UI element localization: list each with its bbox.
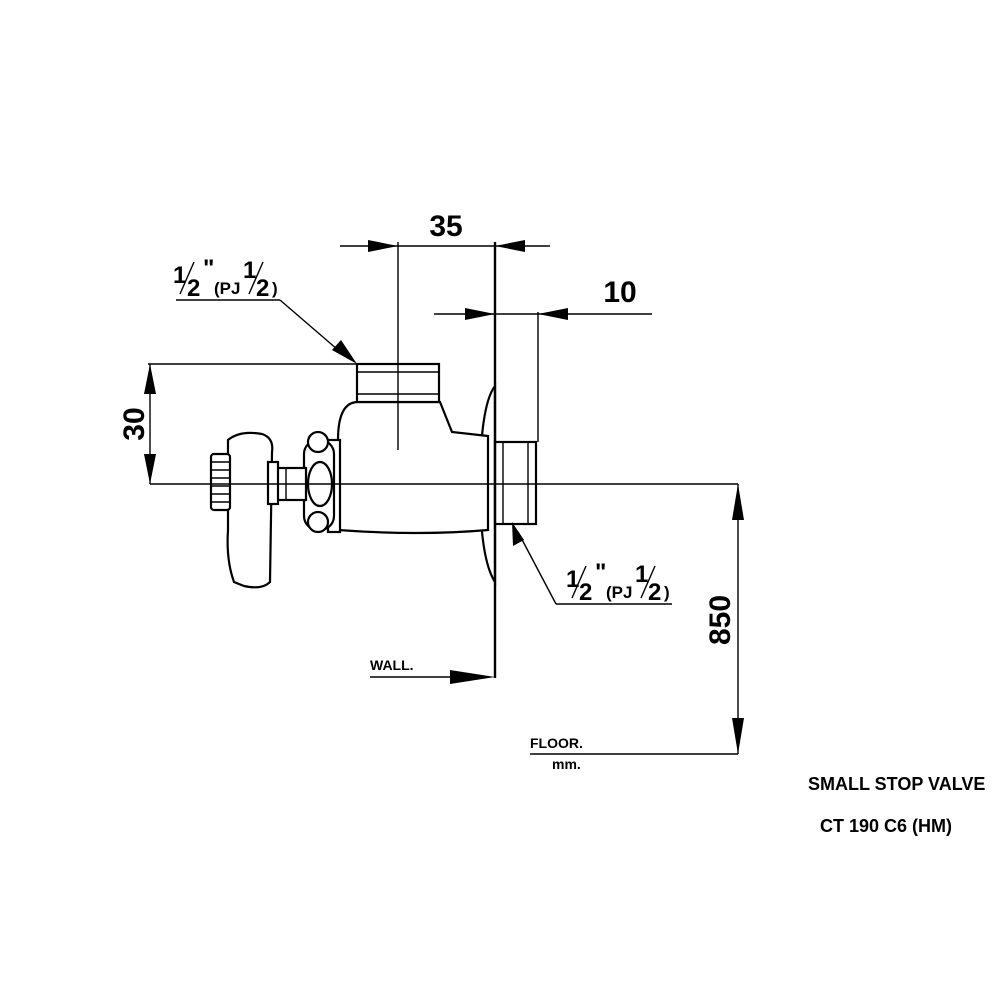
floor-label: FLOOR. — [530, 735, 583, 751]
valve-body — [336, 400, 490, 535]
svg-text:(PJ: (PJ — [606, 583, 632, 602]
dimension-850-label: 850 — [704, 595, 737, 645]
svg-text:1: 1 — [243, 257, 256, 284]
dimension-35: 35 — [340, 210, 550, 252]
wall-callout: WALL. — [370, 657, 495, 684]
svg-text:2: 2 — [187, 275, 200, 302]
title-block: SMALL STOP VALVE CT 190 C6 (HM) — [808, 774, 985, 836]
knurled-grip — [209, 452, 232, 512]
dimension-850: 850 — [704, 484, 744, 754]
wall-label: WALL. — [370, 657, 414, 673]
svg-text:(PJ: (PJ — [214, 279, 240, 298]
dimension-30-label: 30 — [118, 407, 151, 440]
thread-callout-top: 1 2 " (PJ 1 2 ) — [173, 255, 357, 364]
product-name: SMALL STOP VALVE — [808, 774, 985, 794]
svg-text:2: 2 — [256, 275, 269, 302]
floor-callout: FLOOR. mm. — [530, 735, 583, 772]
dimension-35-label: 35 — [429, 210, 462, 243]
side-outlet-thread — [493, 440, 538, 526]
lever-handle — [226, 431, 274, 589]
dimension-30: 30 — [118, 364, 156, 484]
svg-text:1: 1 — [566, 566, 579, 593]
thread-callout-side: 1 2 " (PJ 1 2 ) — [512, 522, 672, 606]
product-code: CT 190 C6 (HM) — [820, 816, 952, 836]
svg-text:": " — [595, 559, 606, 586]
dimension-10: 10 — [434, 276, 652, 320]
svg-text:1: 1 — [635, 561, 648, 588]
svg-text:2: 2 — [648, 579, 661, 606]
svg-text:1: 1 — [173, 262, 186, 289]
svg-text:): ) — [664, 583, 670, 602]
svg-text:): ) — [272, 279, 278, 298]
dimension-10-label: 10 — [603, 276, 636, 309]
svg-text:2: 2 — [579, 579, 592, 606]
stem-cap — [302, 430, 336, 534]
svg-text:": " — [203, 255, 214, 282]
unit-label: mm. — [552, 756, 581, 772]
valve-assembly — [209, 362, 538, 589]
